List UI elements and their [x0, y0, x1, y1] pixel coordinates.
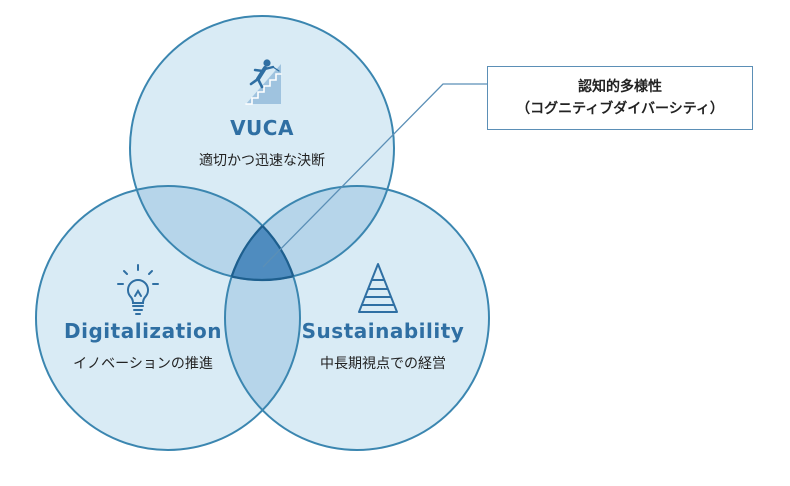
callout-line-2: （コグニティブダイバーシティ） — [516, 101, 724, 117]
digitalization-title: Digitalization — [64, 319, 222, 343]
vuca-subtitle: 適切かつ迅速な決断 — [199, 153, 325, 169]
pyramid-icon — [358, 263, 398, 313]
overlap-top-right — [225, 186, 394, 280]
vuca-title: VUCA — [230, 116, 294, 140]
sustainability-title: Sustainability — [301, 319, 465, 343]
sustainability-subtitle: 中長期視点での経営 — [320, 356, 446, 372]
callout-line-1: 認知的多様性 — [578, 79, 662, 95]
callout-leader-line — [262, 83, 487, 268]
overlap-top-left — [130, 186, 300, 280]
digitalization-subtitle: イノベーションの推進 — [73, 356, 213, 372]
climber-icon — [245, 59, 282, 105]
callout-box: 認知的多様性 （コグニティブダイバーシティ） — [487, 66, 753, 130]
lightbulb-icon — [117, 264, 159, 315]
